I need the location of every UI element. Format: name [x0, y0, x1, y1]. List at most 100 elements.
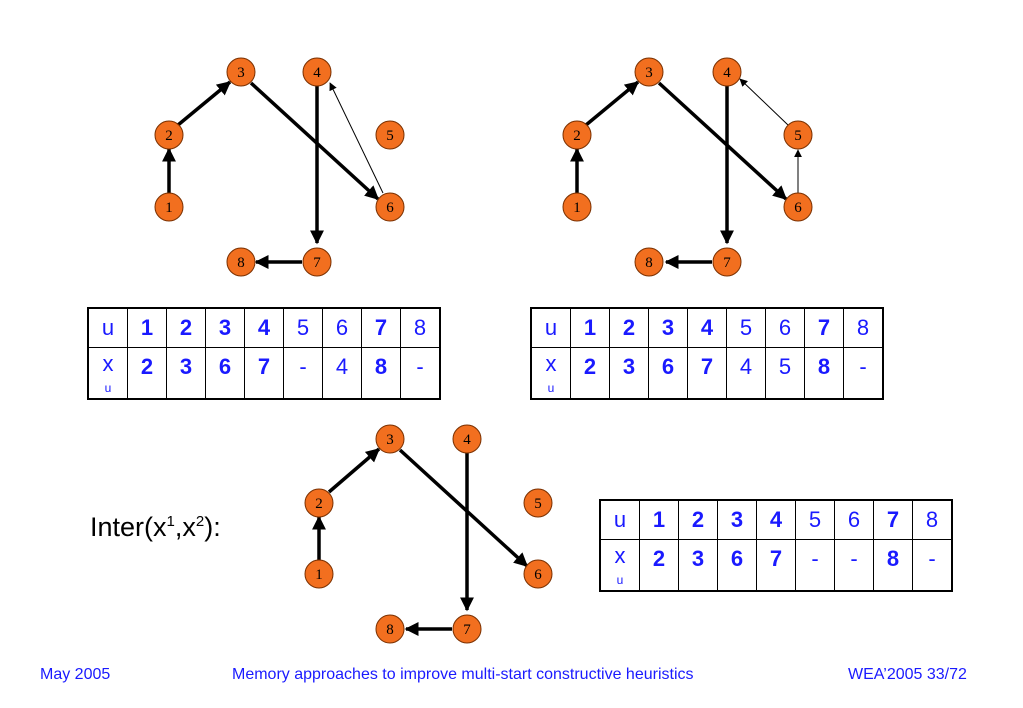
- x-cell: 3: [166, 347, 206, 400]
- edge-2-3: [176, 80, 232, 127]
- u-cell: 8: [912, 499, 953, 540]
- u-cell: 7: [804, 307, 844, 348]
- u-cell: 1: [639, 499, 679, 540]
- svg-text:4: 4: [723, 65, 731, 81]
- x-cell: -: [843, 347, 884, 400]
- svg-text:3: 3: [386, 432, 394, 448]
- svg-text:5: 5: [386, 128, 394, 144]
- u-cell: 2: [678, 499, 718, 540]
- node-2: 2: [154, 120, 184, 150]
- svg-text:6: 6: [386, 200, 394, 216]
- row-label-u: u: [530, 307, 571, 348]
- x-cell: 5: [765, 347, 805, 400]
- intersection-label: Inter(x1,x2):: [90, 512, 221, 542]
- u-cell: 5: [795, 499, 835, 540]
- node-5: 5: [375, 120, 405, 150]
- svg-text:1: 1: [165, 200, 173, 216]
- graph-1-nodes: 1 2 3 4 5 6 7 8: [154, 57, 405, 277]
- node-2: 2: [562, 120, 592, 150]
- svg-text:2: 2: [315, 496, 323, 512]
- x-cell: 2: [127, 347, 167, 400]
- u-cell: 2: [166, 307, 206, 348]
- graph-1-edges: [162, 80, 384, 269]
- node-7: 7: [302, 247, 332, 277]
- edge-2-3: [327, 447, 381, 494]
- svg-text:5: 5: [534, 496, 542, 512]
- u-cell: 7: [361, 307, 401, 348]
- u-cell: 4: [756, 499, 796, 540]
- node-6: 6: [783, 192, 813, 222]
- u-cell: 4: [244, 307, 284, 348]
- x-cell: 2: [570, 347, 610, 400]
- node-1: 1: [154, 192, 184, 222]
- edge-3-6: [249, 81, 380, 201]
- u-cell: 5: [726, 307, 766, 348]
- graph-3: 1 2 3 4 5 6 7 8: [304, 424, 553, 644]
- edge-3-6: [398, 448, 529, 568]
- svg-text:5: 5: [794, 128, 802, 144]
- u-cell: 1: [127, 307, 167, 348]
- svg-text:2: 2: [165, 128, 173, 144]
- node-3: 3: [226, 57, 256, 87]
- x-cell: 6: [717, 539, 757, 592]
- node-6: 6: [523, 559, 553, 589]
- node-5: 5: [783, 120, 813, 150]
- node-4: 4: [452, 424, 482, 454]
- x-cell: -: [834, 539, 874, 592]
- graph-3-nodes: 1 2 3 4 5 6 7 8: [304, 424, 553, 644]
- table-row-u: u 1 2 3 4 5 6 7 8: [87, 307, 441, 348]
- svg-text:1: 1: [573, 200, 581, 216]
- svg-text:7: 7: [463, 622, 471, 638]
- node-5: 5: [523, 488, 553, 518]
- x-cell: 3: [609, 347, 649, 400]
- svg-text:3: 3: [237, 65, 245, 81]
- u-cell: 4: [687, 307, 727, 348]
- x-cell: -: [400, 347, 441, 400]
- x-cell: 8: [361, 347, 401, 400]
- x-cell: -: [912, 539, 953, 592]
- u-cell: 3: [717, 499, 757, 540]
- svg-text:4: 4: [463, 432, 471, 448]
- u-cell: 2: [609, 307, 649, 348]
- graph-3-edges: [312, 447, 529, 636]
- svg-text:3: 3: [645, 65, 653, 81]
- node-4: 4: [712, 57, 742, 87]
- footer-date: May 2005: [40, 666, 111, 683]
- x-cell: 6: [205, 347, 245, 400]
- svg-text:7: 7: [723, 255, 731, 271]
- node-2: 2: [304, 488, 334, 518]
- edge-5-4: [739, 78, 789, 126]
- footer-page-number: WEA’2005 33/72: [848, 666, 967, 683]
- row-label-u: u: [87, 307, 128, 348]
- x-cell: 6: [648, 347, 688, 400]
- u-cell: 6: [765, 307, 805, 348]
- table-row-u: u 1 2 3 4 5 6 7 8: [599, 499, 953, 540]
- graph-2: 1 2 3 4 5 6 7 8: [562, 57, 813, 277]
- x-cell: 7: [244, 347, 284, 400]
- x-cell: 8: [804, 347, 844, 400]
- x-cell: 7: [756, 539, 796, 592]
- u-cell: 5: [283, 307, 323, 348]
- svg-text:6: 6: [534, 567, 542, 583]
- node-8: 8: [226, 247, 256, 277]
- node-3: 3: [634, 57, 664, 87]
- u-cell: 7: [873, 499, 913, 540]
- x-cell: 4: [726, 347, 766, 400]
- node-3: 3: [375, 424, 405, 454]
- footer-title: Memory approaches to improve multi-start…: [232, 666, 694, 683]
- svg-text:8: 8: [386, 622, 394, 638]
- node-1: 1: [562, 192, 592, 222]
- u-cell: 8: [400, 307, 441, 348]
- node-1: 1: [304, 559, 334, 589]
- svg-text:6: 6: [794, 200, 802, 216]
- node-4: 4: [302, 57, 332, 87]
- graph-1: 1 2 3 4 5 6 7 8: [154, 57, 405, 277]
